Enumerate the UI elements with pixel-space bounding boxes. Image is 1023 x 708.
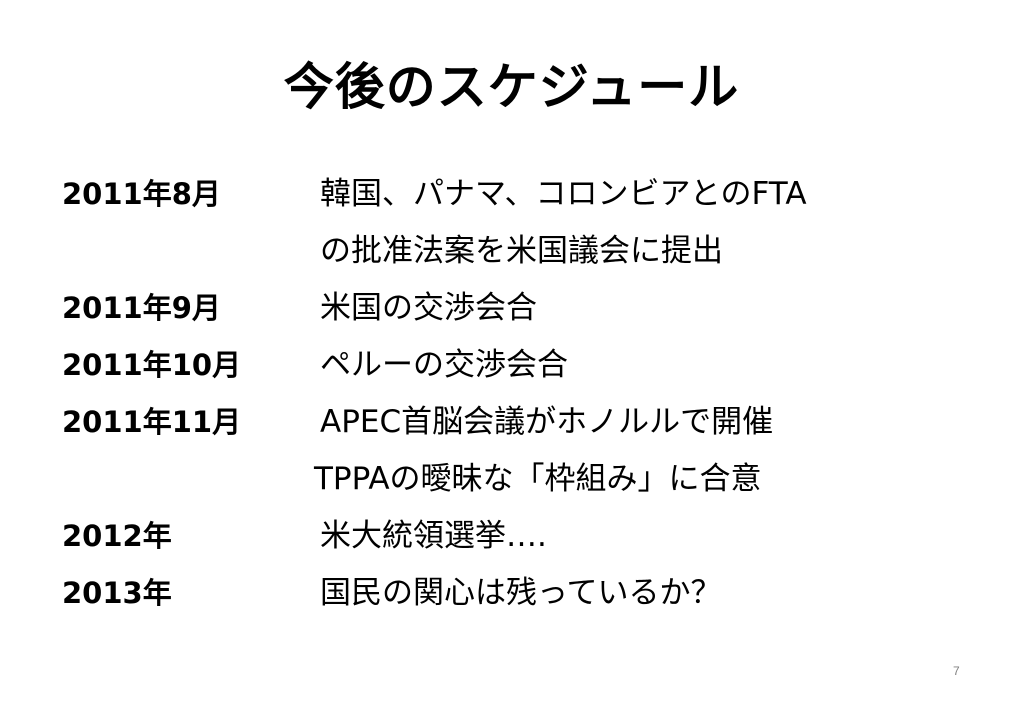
schedule-event: 米大統領選挙…. [320,518,547,554]
schedule-event: 米国の交渉会合 [320,290,537,326]
schedule-event: ペルーの交渉会合 [320,347,568,383]
schedule-row: の批准法案を米国議会に提出 [0,223,1023,279]
schedule-row: 2012年 米大統領選挙…. [0,508,1023,564]
page-number: 7 [953,664,960,678]
schedule-row: 2011年9月 米国の交渉会合 [0,280,1023,336]
schedule-date: 2011年10月 [62,348,242,382]
schedule-event: TPPAの曖昧な「枠組み」に合意 [314,461,762,497]
schedule-row: TPPAの曖昧な「枠組み」に合意 [0,451,1023,507]
schedule-date: 2011年11月 [62,405,242,439]
schedule-date: 2011年9月 [62,291,221,325]
schedule-row: 2013年 国民の関心は残っているか？ [0,565,1023,621]
schedule-row: 2011年10月 ペルーの交渉会合 [0,337,1023,393]
schedule-row: 2011年8月 韓国、パナマ、コロンビアとのFTA [0,166,1023,222]
schedule-date: 2011年8月 [62,177,221,211]
schedule-event: APEC首脳会議がホノルルで開催 [320,404,774,440]
schedule-row: 2011年11月 APEC首脳会議がホノルルで開催 [0,394,1023,450]
schedule-event: 韓国、パナマ、コロンビアとのFTA [320,176,807,212]
schedule-event: 国民の関心は残っているか？ [320,575,722,611]
schedule-date: 2013年 [62,576,172,610]
schedule-date: 2012年 [62,519,172,553]
schedule-event: の批准法案を米国議会に提出 [320,233,723,269]
slide-title: 今後のスケジュール [283,58,740,116]
